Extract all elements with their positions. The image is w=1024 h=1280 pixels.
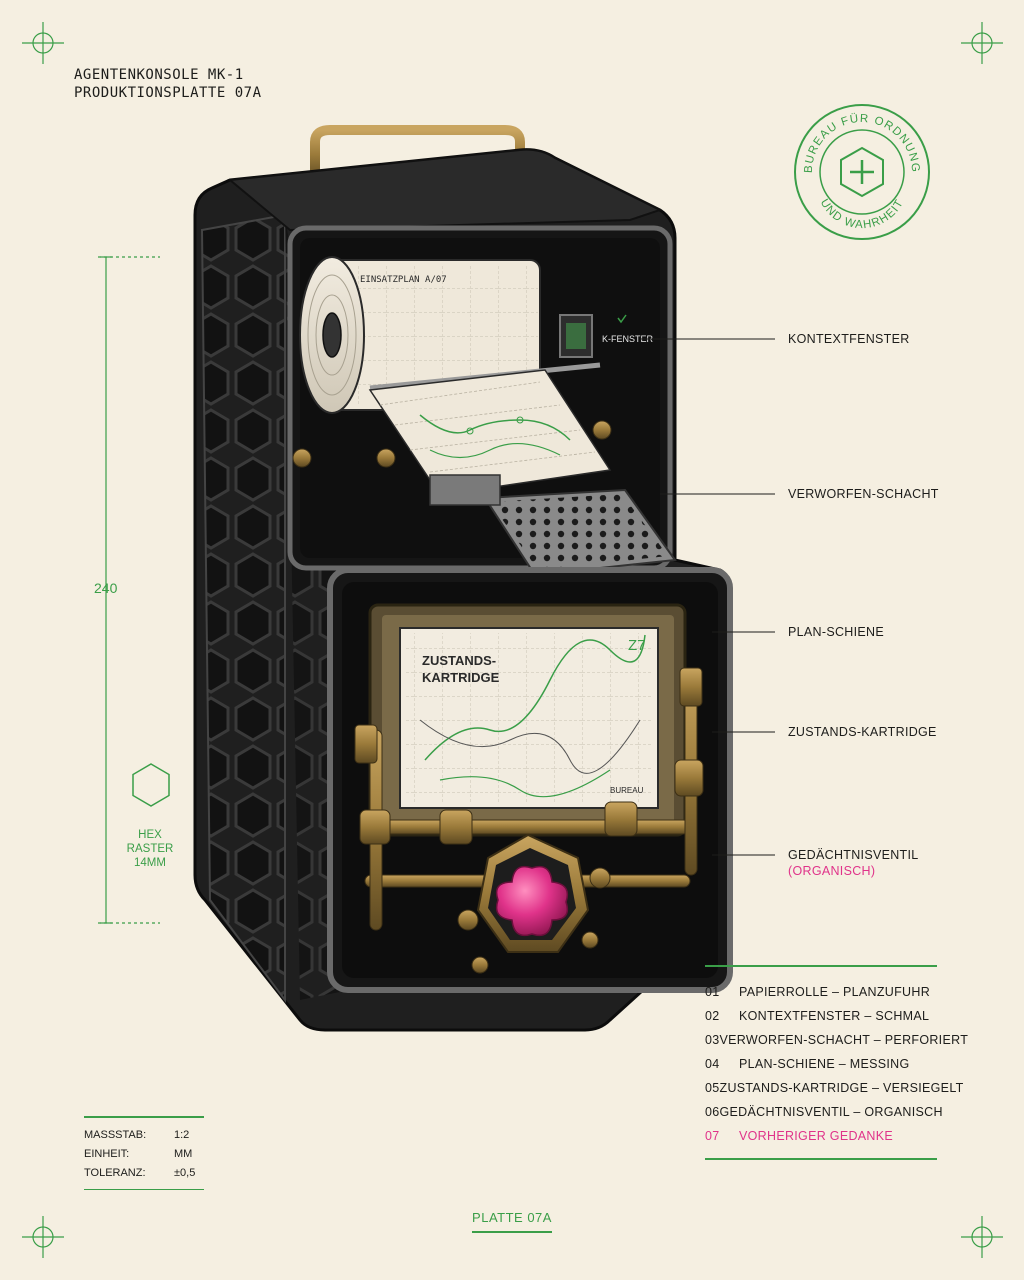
scale-value: MM	[174, 1148, 193, 1160]
parts-legend: 01 PAPIERROLLE – PLANZUFUHR 02 KONTEXTFENS…	[705, 965, 968, 1160]
hex-note-line: HEX	[138, 829, 162, 841]
callout-memory-valve-sub: (ORGANISCH)	[788, 864, 876, 878]
agent-console-illustration: EINSATZPLAN A/07 K-FENSTER	[193, 125, 733, 1032]
hex-grid-note: HEX RASTER 14MM	[126, 828, 174, 870]
context-window: K-FENSTER	[559, 314, 654, 358]
cartridge-maker: BUREAU	[610, 786, 644, 795]
crosshair-icon	[22, 22, 64, 64]
legend-text: VERWORFEN-SCHACHT – PERFORIERT	[719, 1033, 969, 1047]
callout-context-window: KONTEXTFENSTER	[788, 332, 910, 346]
legend-text: PLAN-SCHIENE – MESSING	[739, 1057, 910, 1071]
paper-roll: EINSATZPLAN A/07	[299, 256, 612, 496]
legend-text: ZUSTANDS-KARTRIDGE – VERSIEGELT	[719, 1081, 964, 1095]
legend-num: 01	[705, 985, 720, 999]
scale-value: ±0,5	[174, 1167, 196, 1179]
legend-num: 07	[705, 1129, 720, 1143]
scale-row: EINHEIT: MM	[84, 1145, 204, 1164]
legend-num: 03	[705, 1033, 720, 1047]
scale-value: 1:2	[174, 1129, 190, 1141]
dimension-value: 240	[94, 580, 118, 596]
hex-note-line: RASTER	[126, 843, 174, 855]
crosshair-icon	[961, 1216, 1003, 1258]
scale-key: TOLERANZ:	[84, 1167, 146, 1179]
scale-box: MASSSTAB: 1:2 EINHEIT: MM TOLERANZ: ±0,5	[84, 1116, 204, 1190]
crosshair-icon	[961, 22, 1003, 64]
legend-num: 02	[705, 1009, 720, 1023]
divider	[84, 1188, 204, 1190]
divider	[472, 1231, 552, 1233]
scale-key: EINHEIT:	[84, 1148, 130, 1160]
roll-label: EINSATZPLAN A/07	[360, 275, 447, 285]
legend-row: 02 KONTEXTFENSTER – SCHMAL	[705, 1004, 937, 1028]
scale-key: MASSSTAB:	[84, 1129, 147, 1141]
legend-num: 05	[705, 1081, 720, 1095]
divider	[84, 1116, 204, 1118]
legend-row: 01 PAPIERROLLE – PLANZUFUHR	[705, 980, 937, 1004]
legend-num: 06	[705, 1105, 720, 1119]
callout-state-cartridge: ZUSTANDS-KARTRIDGE	[788, 725, 937, 739]
callout-plan-rail: PLAN-SCHIENE	[788, 625, 884, 639]
bureau-stamp: BUREAU FÜR ORDNUNG UND WAHRHEIT	[794, 104, 930, 240]
cartridge-label-line2: KARTRIDGE	[422, 670, 500, 685]
plate-footer: PLATTE 07A	[450, 1210, 574, 1233]
memory-valve	[457, 833, 611, 974]
legend-text: VORHERIGER GEDANKE	[739, 1129, 894, 1143]
header-subtitle: PRODUKTIONSPLATTE 07A	[74, 85, 262, 101]
discard-chute	[429, 474, 677, 577]
scale-row: TOLERANZ: ±0,5	[84, 1164, 204, 1183]
cartridge-label-line1: ZUSTANDS-	[422, 653, 496, 668]
callout-memory-valve: GEDÄCHTNISVENTIL	[788, 848, 919, 862]
legend-text: PAPIERROLLE – PLANZUFUHR	[739, 985, 931, 999]
check-icon	[617, 314, 627, 324]
hex-note-line: 14MM	[134, 857, 166, 869]
plate-number: PLATTE 07A	[472, 1210, 552, 1225]
legend-row-highlight: 07 VORHERIGER GEDANKE	[705, 1124, 937, 1148]
hexagon-cross-icon	[840, 146, 884, 198]
divider	[705, 965, 937, 967]
legend-num: 04	[705, 1057, 720, 1071]
callout-discard-chute: VERWORFEN-SCHACHT	[788, 487, 939, 501]
crosshair-icon	[22, 1216, 64, 1258]
hexagon-icon	[132, 763, 170, 807]
height-dimension	[98, 256, 160, 924]
legend-row: 04 PLAN-SCHIENE – MESSING	[705, 1052, 937, 1076]
legend-text: GEDÄCHTNISVENTIL – ORGANISCH	[719, 1105, 943, 1119]
cartridge-code: Z7	[628, 637, 646, 654]
window-label: K-FENSTER	[602, 334, 654, 344]
header-title: AGENTENKONSOLE MK-1	[74, 67, 244, 83]
plate-header: AGENTENKONSOLE MK-1 PRODUKTIONSPLATTE 07…	[74, 66, 262, 102]
state-cartridge: ZUSTANDS- KARTRIDGE Z7 BUREAU	[368, 603, 687, 837]
scale-row: MASSSTAB: 1:2	[84, 1126, 204, 1145]
divider	[705, 1158, 937, 1160]
legend-text: KONTEXTFENSTER – SCHMAL	[739, 1009, 930, 1023]
